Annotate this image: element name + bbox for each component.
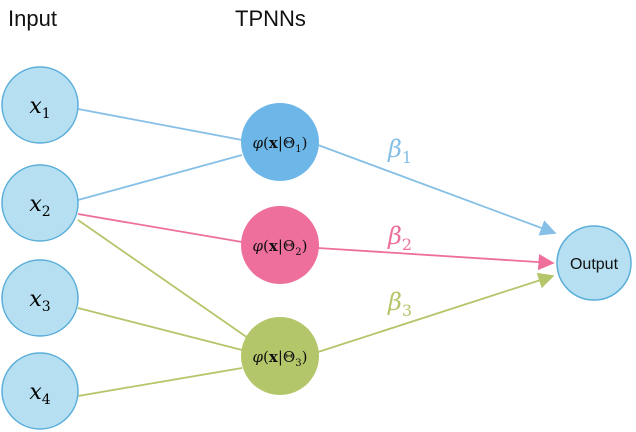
input-node-x3: x3 xyxy=(1,259,79,337)
edge-h3-output xyxy=(317,272,555,353)
hidden-param: Θ xyxy=(283,348,295,366)
input-var: x xyxy=(29,94,42,119)
hidden-sub: 2 xyxy=(295,247,301,258)
hidden-param: Θ xyxy=(283,237,295,255)
input-node-x2: x2 xyxy=(1,164,79,242)
input-sub: 4 xyxy=(42,392,51,408)
input-header: Input xyxy=(8,6,57,31)
hidden-arg: x xyxy=(269,237,279,255)
hidden-node-2: φ(x|Θ2) xyxy=(241,206,319,284)
beta-label-2: β2 xyxy=(387,222,412,254)
svg-text:φ(x|Θ3): φ(x|Θ3) xyxy=(253,348,308,369)
edge-h2-output xyxy=(317,247,555,271)
edge-x3-h3 xyxy=(77,307,243,351)
hidden-arg: x xyxy=(269,134,279,152)
input-sub: 2 xyxy=(42,204,51,220)
edge-x2-h3 xyxy=(77,219,249,339)
svg-text:x1: x1 xyxy=(29,94,50,122)
hidden-param: Θ xyxy=(283,134,295,152)
svg-text:x3: x3 xyxy=(29,287,50,315)
input-node-x4: x4 xyxy=(1,352,79,430)
beta-label-1: β1 xyxy=(387,135,412,167)
svg-text:φ(x|Θ2): φ(x|Θ2) xyxy=(253,237,308,258)
svg-text:x4: x4 xyxy=(29,380,50,408)
input-var: x xyxy=(29,380,42,405)
output-label: Output xyxy=(570,256,619,273)
hidden-fn: φ xyxy=(253,237,264,255)
edge-x1-h1 xyxy=(77,108,243,141)
input-sub: 3 xyxy=(42,299,51,315)
edge-x2-h2 xyxy=(77,213,243,243)
tpnns-header: TPNNs xyxy=(235,6,306,31)
hidden-sub: 3 xyxy=(295,358,301,369)
input-var: x xyxy=(29,192,42,217)
hidden-fn: φ xyxy=(253,134,264,152)
beta-label-3: β3 xyxy=(387,288,412,320)
hidden-fn: φ xyxy=(253,348,264,366)
svg-text:φ(x|Θ1): φ(x|Θ1) xyxy=(253,134,308,155)
hidden-arg: x xyxy=(269,348,279,366)
input-node-x1: x1 xyxy=(1,66,79,144)
edge-x4-h3 xyxy=(77,367,243,397)
hidden-node-3: φ(x|Θ3) xyxy=(241,317,319,395)
input-var: x xyxy=(29,287,42,312)
output-node: Output xyxy=(556,225,632,301)
edge-x2-h1 xyxy=(77,154,243,201)
hidden-sub: 1 xyxy=(295,144,301,155)
hidden-node-1: φ(x|Θ1) xyxy=(241,103,319,181)
input-sub: 1 xyxy=(42,106,51,122)
edge-h1-output xyxy=(317,144,557,236)
svg-text:x2: x2 xyxy=(29,192,50,220)
